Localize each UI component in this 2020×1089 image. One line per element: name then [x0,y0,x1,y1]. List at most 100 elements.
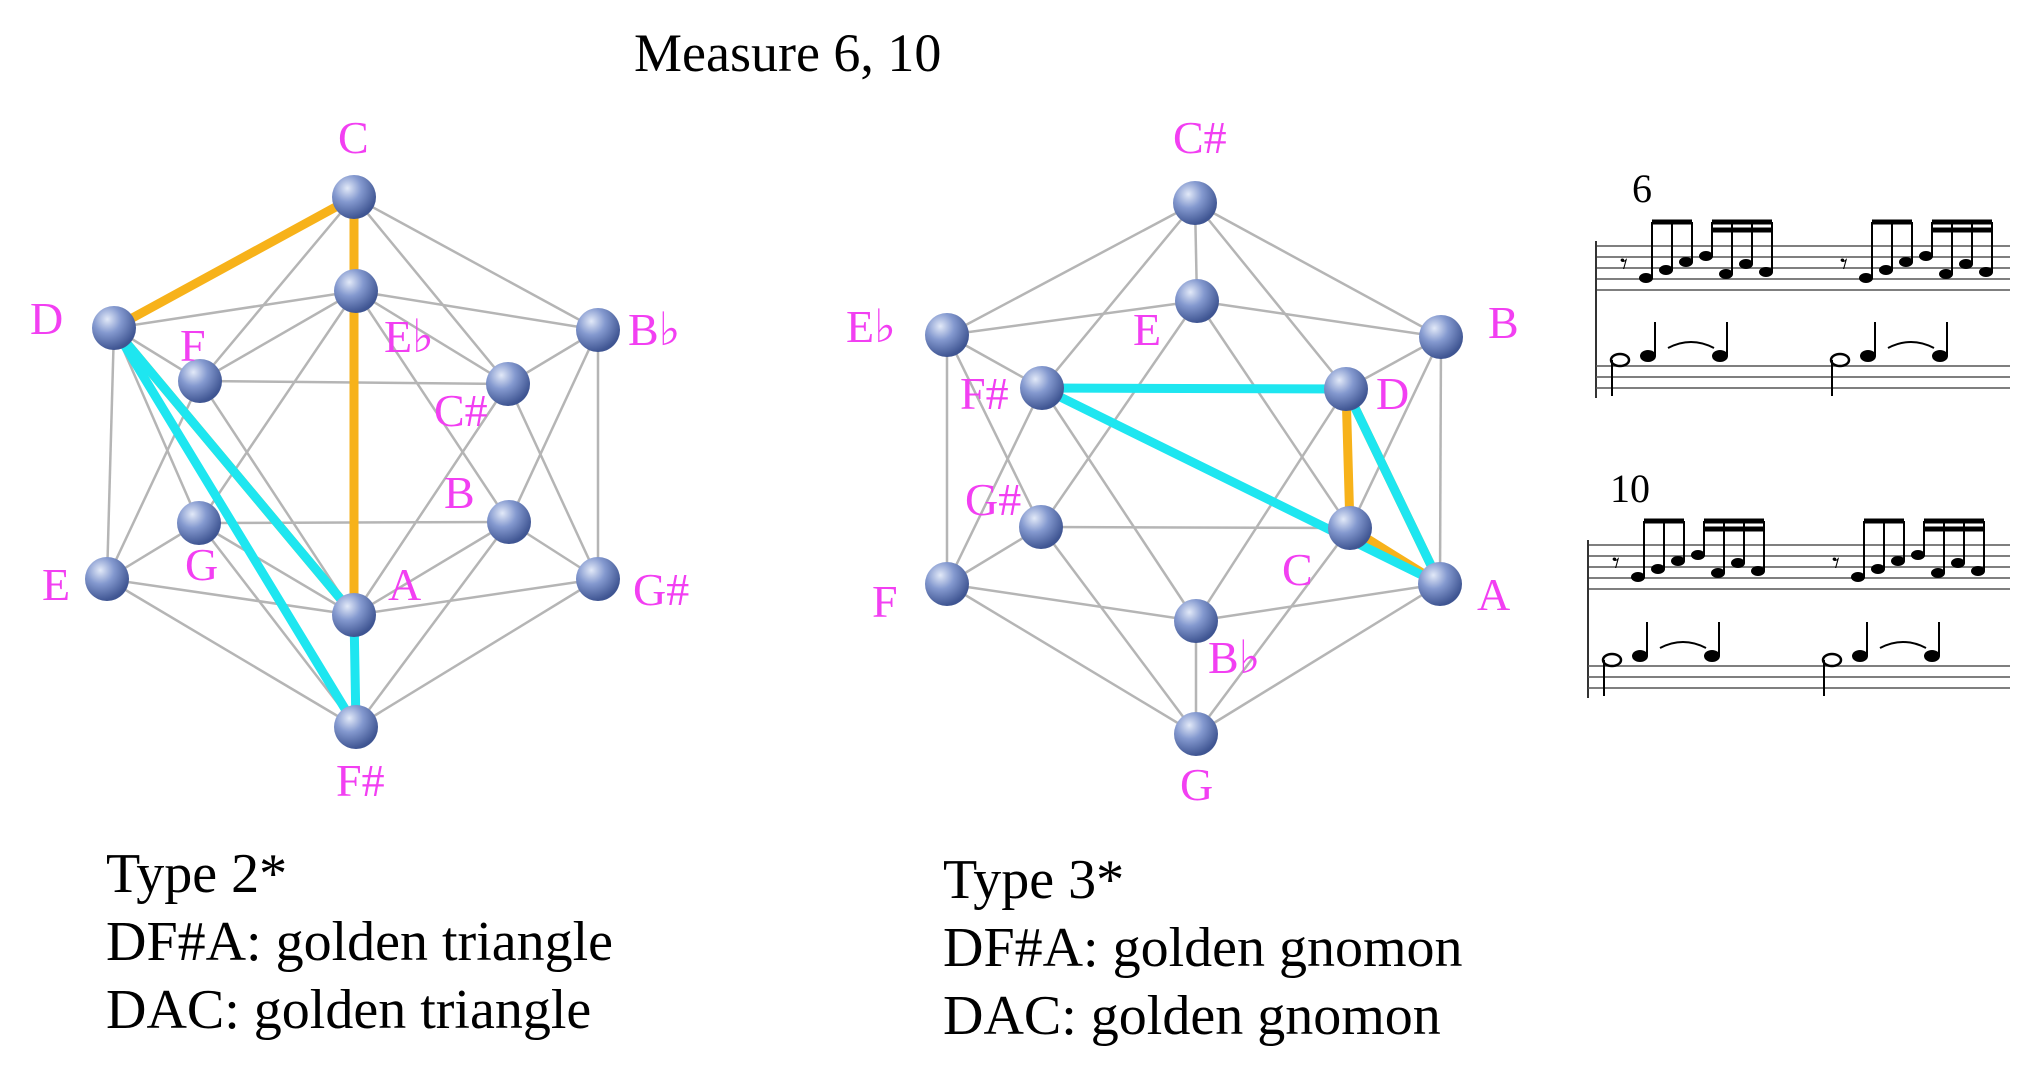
note-head [1719,269,1733,279]
note-head [1899,257,1913,267]
edge-G-A [198,521,355,617]
left-caption-type: Type 2* [106,843,288,905]
edge-E-Gs [1039,300,1199,528]
note-head [1891,556,1905,566]
label-csharp: C# [1173,112,1227,163]
edge-C-Bb [353,195,599,332]
node-A [1418,562,1462,606]
half-note [1601,652,1623,668]
note-head [1640,350,1656,362]
node-Bb [1174,599,1218,643]
edge-Cs-A [352,383,510,616]
edge-Eb-Bb [355,289,599,332]
measure-number-6: 6 [1632,166,1652,211]
score-excerpt: 6 10 𝄾𝄾 𝄾𝄾 [1587,166,2010,698]
left-caption-line1: DF#A: golden triangle [106,911,614,973]
note-head [1951,558,1965,568]
edge-Cs-Eb [946,201,1196,337]
label-fsharp: F# [336,755,385,806]
label-fsharp: F# [960,368,1009,419]
note-head [1879,265,1893,275]
edge-Gs-A [353,577,599,617]
note-head [1919,251,1933,261]
note-head [1759,267,1773,277]
node-Bb [576,308,620,352]
tie [1659,641,1707,649]
note-head [1712,350,1728,362]
right-caption-line1: DF#A: golden gnomon [943,917,1463,979]
edge-E-Eb [946,299,1198,337]
node-C [1328,506,1372,550]
note-head [1631,572,1645,582]
node-Fs [334,705,378,749]
node-F [925,562,969,606]
note-head [1871,564,1885,574]
note-head [1679,257,1693,267]
cyan-edge-D-A [1341,384,1445,589]
edge-Eb-F [199,289,357,383]
label-e: E [42,559,70,610]
cyan-edge-D-Fs [109,323,361,732]
label-bb: B♭ [1208,632,1260,683]
note-head [1731,558,1745,568]
half-note [1829,352,1851,368]
node-A [332,593,376,637]
measure-number-10: 10 [1610,466,1650,511]
note-head [1711,568,1725,578]
edge-Cs-Gs [506,383,600,580]
label-f: F [872,576,898,627]
note-head [1751,566,1765,576]
label-csharp: C# [434,385,488,436]
edge-D-G [112,327,201,524]
node-F [178,359,222,403]
note-head [1979,267,1993,277]
note-head [1671,556,1685,566]
label-c: C [338,112,369,163]
page-title: Measure 6, 10 [634,23,942,83]
node-Cs [1173,181,1217,225]
note-head [1932,350,1948,362]
label-d: D [1376,368,1409,419]
edge-Fs-F [945,387,1044,585]
note-head [1691,550,1705,560]
note-head [1639,273,1653,283]
edge-Cs-B [1194,201,1442,339]
rest-icon: 𝄾 [1620,247,1628,282]
node-G [177,501,221,545]
edge-B-A [1438,336,1443,585]
node-C [332,175,376,219]
note-head [1659,265,1673,275]
note-head [1704,650,1720,662]
note-head [1924,650,1940,662]
right-caption-type: Type 3* [943,849,1125,911]
gold-edge-D-C [1341,384,1355,533]
note-head [1852,650,1868,662]
gold-edge-D-C [109,192,359,333]
edge-E-Fs [106,577,357,729]
note-head [1971,566,1985,576]
left-caption: Type 2* DF#A: golden triangle DAC: golde… [106,840,613,1044]
edge-Eb-G [197,290,358,524]
note-head [1939,269,1953,279]
note-head [1851,572,1865,582]
edge-Cs-Fs [1041,202,1196,389]
node-Cs [486,362,530,406]
half-note [1821,652,1843,668]
label-a: A [1477,569,1510,620]
edge-Eb-Gs [945,334,1043,528]
tie [1887,341,1935,349]
node-E [85,557,129,601]
left-vertex-labels: C D F E♭ B♭ C# B E G A G# F# [30,112,689,806]
edge-Gs-C [1040,525,1351,530]
label-g: G [185,539,218,590]
edge-F-G [946,582,1197,736]
node-Gs [1019,505,1063,549]
right-caption-line2: DAC: golden gnomon [943,985,1441,1047]
note-head [1911,550,1925,560]
note-head [1859,273,1873,283]
rest-icon: 𝄾 [1840,247,1848,282]
node-Gs [576,557,620,601]
edge-Eb-D [113,289,357,330]
node-Fs [1020,366,1064,410]
label-a: A [388,559,421,610]
